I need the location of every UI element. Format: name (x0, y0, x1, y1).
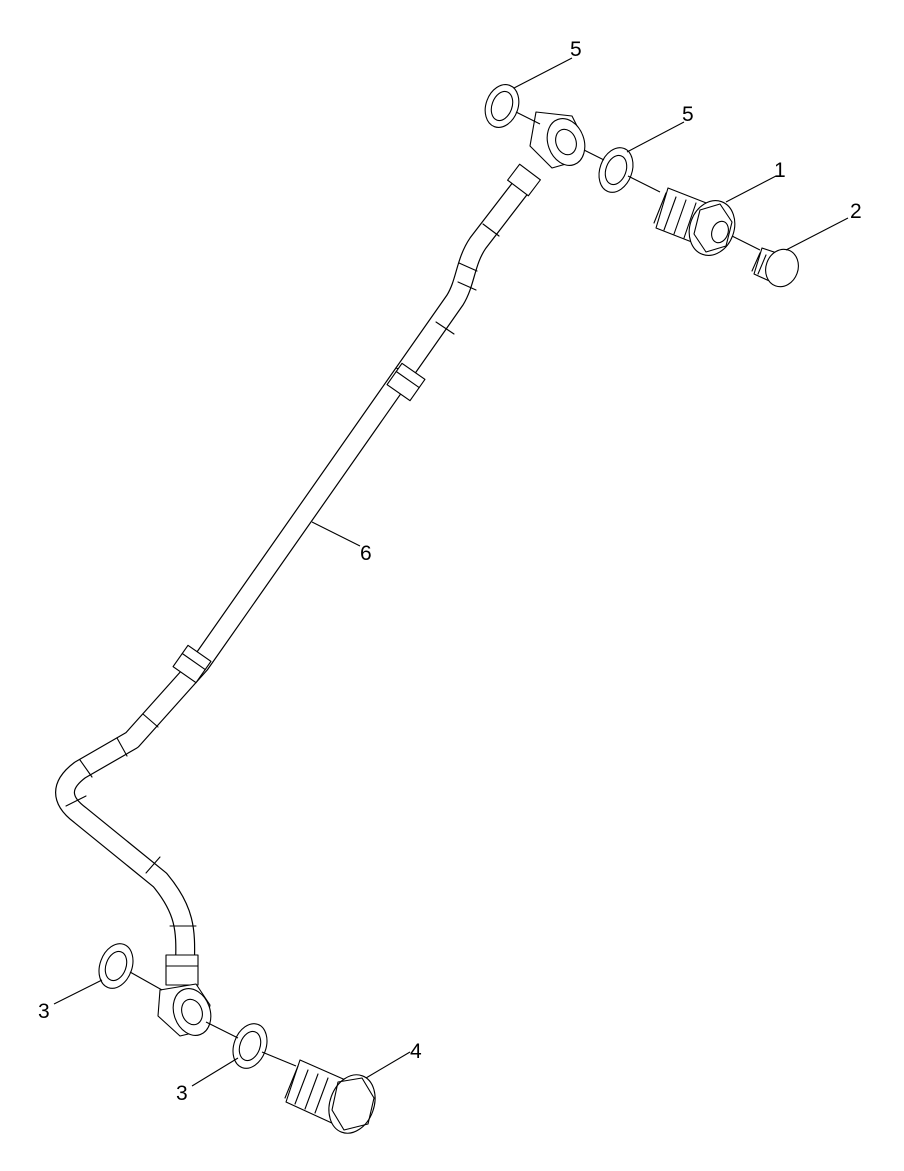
assembly-leader-lines (129, 111, 761, 1067)
washer-5-mid (598, 147, 634, 193)
washer-3-bottom (232, 1023, 268, 1069)
pipe-collar-lower (172, 644, 212, 684)
callout-label-3-top: 3 (38, 1000, 50, 1023)
oil-pipe (55, 171, 536, 963)
callout-label-3-bottom: 3 (176, 1082, 188, 1105)
banjo-eye-lower (157, 983, 212, 1037)
hollow-bolt-4 (284, 1059, 376, 1134)
callout-label-6: 6 (360, 542, 372, 565)
callout-label-4: 4 (410, 1040, 422, 1063)
callout-label-5-mid: 5 (682, 103, 694, 126)
washer-5-top (484, 84, 520, 128)
callout-label-5-top: 5 (570, 38, 582, 61)
hollow-bolt-1 (653, 187, 736, 256)
pipe-collar-top-end (507, 163, 541, 197)
callout-leaders (53, 57, 849, 1087)
banjo-eye-upper (529, 111, 586, 169)
callout-label-1: 1 (774, 159, 786, 182)
callout-label-2: 2 (850, 200, 862, 223)
washer-3-top (98, 943, 134, 989)
plug-screw-2 (751, 247, 799, 288)
pipe-collar-bottom-end (165, 954, 199, 986)
pipe-collar-upper (386, 362, 426, 402)
